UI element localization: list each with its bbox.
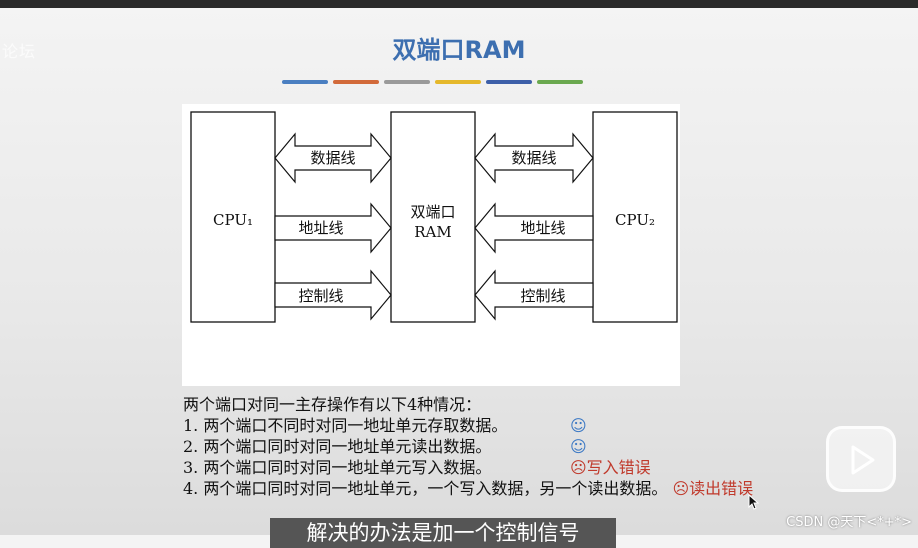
forum-watermark: 论坛 [2, 42, 37, 61]
title-underline-bar-4 [435, 80, 481, 84]
title-underline-bar-1 [282, 80, 328, 84]
ram-label-line2: RAM [414, 223, 452, 241]
title-underline-bar-6 [537, 80, 583, 84]
left-control-bus-label: 控制线 [298, 287, 343, 305]
title-underline-bar-5 [486, 80, 532, 84]
right-address-bus-arrow [474, 202, 594, 254]
cases-intro: 两个端口对同一主存操作有以下4种情况： [183, 395, 482, 414]
case-item-1: 1. 两个端口不同时对同一地址单元存取数据。 ☺ [183, 415, 883, 436]
play-icon [851, 445, 875, 475]
write-error-note: ☹写入错误 [570, 458, 651, 477]
case-text-4: 4. 两个端口同时对同一地址单元，一个写入数据，另一个读出数据。 [183, 479, 668, 498]
top-edge-bar [0, 0, 918, 8]
video-subtitle: 解决的办法是加一个控制信号 [270, 518, 616, 548]
diagram-svg: CPU₁ CPU₂ 双端口 RAM 数据线 地址线 控制线 数据线 地址线 控制… [190, 111, 678, 323]
access-cases-list: 两个端口对同一主存操作有以下4种情况： 1. 两个端口不同时对同一地址单元存取数… [183, 394, 883, 499]
left-address-bus-arrow [274, 202, 392, 254]
case-item-2: 2. 两个端口同时对同一地址单元读出数据。 ☺ [183, 436, 883, 457]
smile-icon: ☺ [570, 437, 587, 456]
case-item-3: 3. 两个端口同时对同一地址单元写入数据。 ☹写入错误 [183, 457, 883, 478]
right-data-bus-arrow [474, 132, 594, 184]
right-control-bus-label: 控制线 [520, 287, 565, 305]
read-error-note: ☹读出错误 [672, 479, 754, 498]
title-underline-bar-3 [384, 80, 430, 84]
right-data-bus-label: 数据线 [511, 149, 556, 167]
left-control-bus-arrow [274, 269, 392, 321]
left-data-bus-label: 数据线 [310, 149, 355, 167]
smile-icon: ☺ [570, 416, 587, 435]
case-text-2: 2. 两个端口同时对同一地址单元读出数据。 [183, 437, 492, 456]
case-item-4: 4. 两个端口同时对同一地址单元，一个写入数据，另一个读出数据。 ☹读出错误 [183, 478, 883, 499]
right-control-bus-arrow [474, 269, 594, 321]
slide-title: 双端口RAM [392, 36, 526, 64]
right-address-bus-label: 地址线 [520, 219, 565, 237]
mouse-cursor-icon [748, 494, 760, 510]
csdn-watermark: CSDN @天下<*+*> [786, 515, 912, 530]
case-text-1: 1. 两个端口不同时对同一地址单元存取数据。 [183, 416, 508, 435]
cpu1-label: CPU₁ [213, 211, 253, 229]
ram-label-line1: 双端口 [410, 203, 455, 221]
left-data-bus-arrow [274, 132, 392, 184]
video-play-button[interactable] [826, 426, 896, 492]
ram-box [390, 111, 476, 323]
title-underline-bar-2 [333, 80, 379, 84]
dual-port-ram-diagram: CPU₁ CPU₂ 双端口 RAM 数据线 地址线 控制线 数据线 地址线 控制… [182, 104, 680, 386]
cpu2-label: CPU₂ [615, 211, 655, 229]
left-address-bus-label: 地址线 [298, 219, 343, 237]
case-text-3: 3. 两个端口同时对同一地址单元写入数据。 [183, 458, 492, 477]
